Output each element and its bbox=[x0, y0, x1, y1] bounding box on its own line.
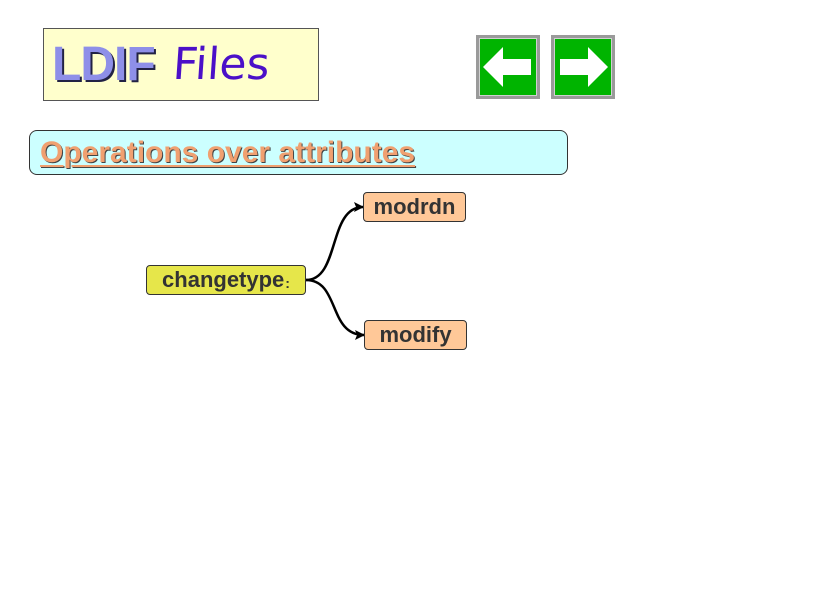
title-box: LDIF Files bbox=[43, 28, 319, 101]
section-header: Operations over attributes bbox=[29, 130, 568, 175]
node-modrdn-label: modrdn bbox=[373, 194, 456, 219]
node-modrdn: modrdn bbox=[363, 192, 466, 222]
node-changetype-label: changetype bbox=[162, 267, 285, 292]
title-main: LDIF bbox=[52, 38, 156, 91]
previous-slide-button[interactable] bbox=[476, 35, 540, 99]
edge-to-modify bbox=[305, 278, 365, 340]
title-sub: Files bbox=[170, 39, 271, 90]
edge-to-modrdn bbox=[305, 202, 364, 282]
node-changetype-colon: : bbox=[285, 275, 290, 291]
node-modify-label: modify bbox=[379, 322, 452, 347]
section-title: Operations over attributes bbox=[40, 135, 416, 169]
arrow-right-icon bbox=[560, 47, 608, 87]
node-changetype: changetype: bbox=[146, 265, 306, 295]
arrow-left-icon bbox=[483, 47, 531, 87]
next-slide-button[interactable] bbox=[551, 35, 615, 99]
node-modify: modify bbox=[364, 320, 467, 350]
